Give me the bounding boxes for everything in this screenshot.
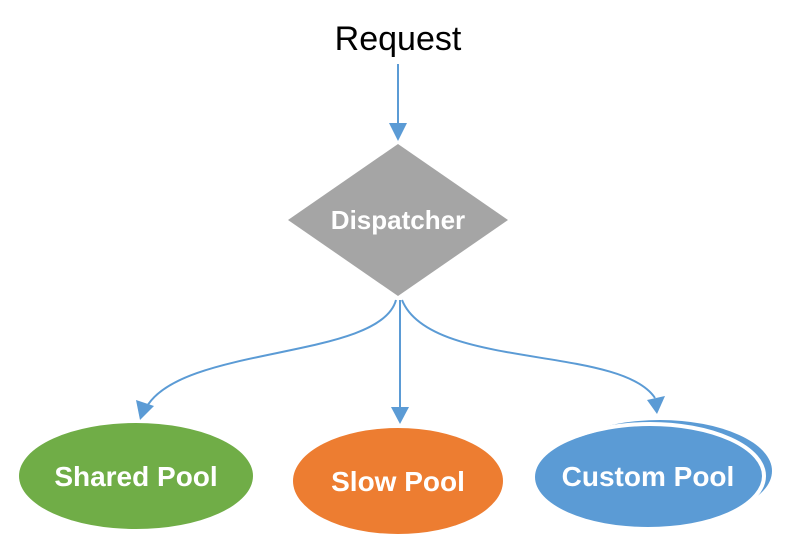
edge-dispatcher-to-shared-pool — [136, 299, 397, 420]
custom-pool-ellipse — [535, 427, 761, 527]
dispatcher-diamond — [288, 144, 508, 296]
edge-request-to-dispatcher — [389, 64, 407, 141]
shared-pool-node: Shared Pool — [19, 423, 253, 529]
edge-dispatcher-to-custom-pool — [401, 299, 665, 414]
custom-pool-label: Custom Pool — [562, 461, 735, 492]
custom-pool-node: Custom Pool — [534, 420, 772, 530]
shared-pool-label: Shared Pool — [54, 461, 217, 492]
shared-pool-ellipse — [19, 423, 253, 529]
edge-dispatcher-to-slow-pool — [391, 300, 409, 424]
dispatcher-label: Dispatcher — [331, 205, 465, 235]
request-label: Request — [335, 20, 462, 58]
slow-pool-label: Slow Pool — [331, 466, 465, 497]
slow-pool-node: Slow Pool — [293, 428, 503, 534]
slow-pool-ellipse — [293, 428, 503, 534]
dispatcher-node: Dispatcher — [288, 144, 508, 296]
